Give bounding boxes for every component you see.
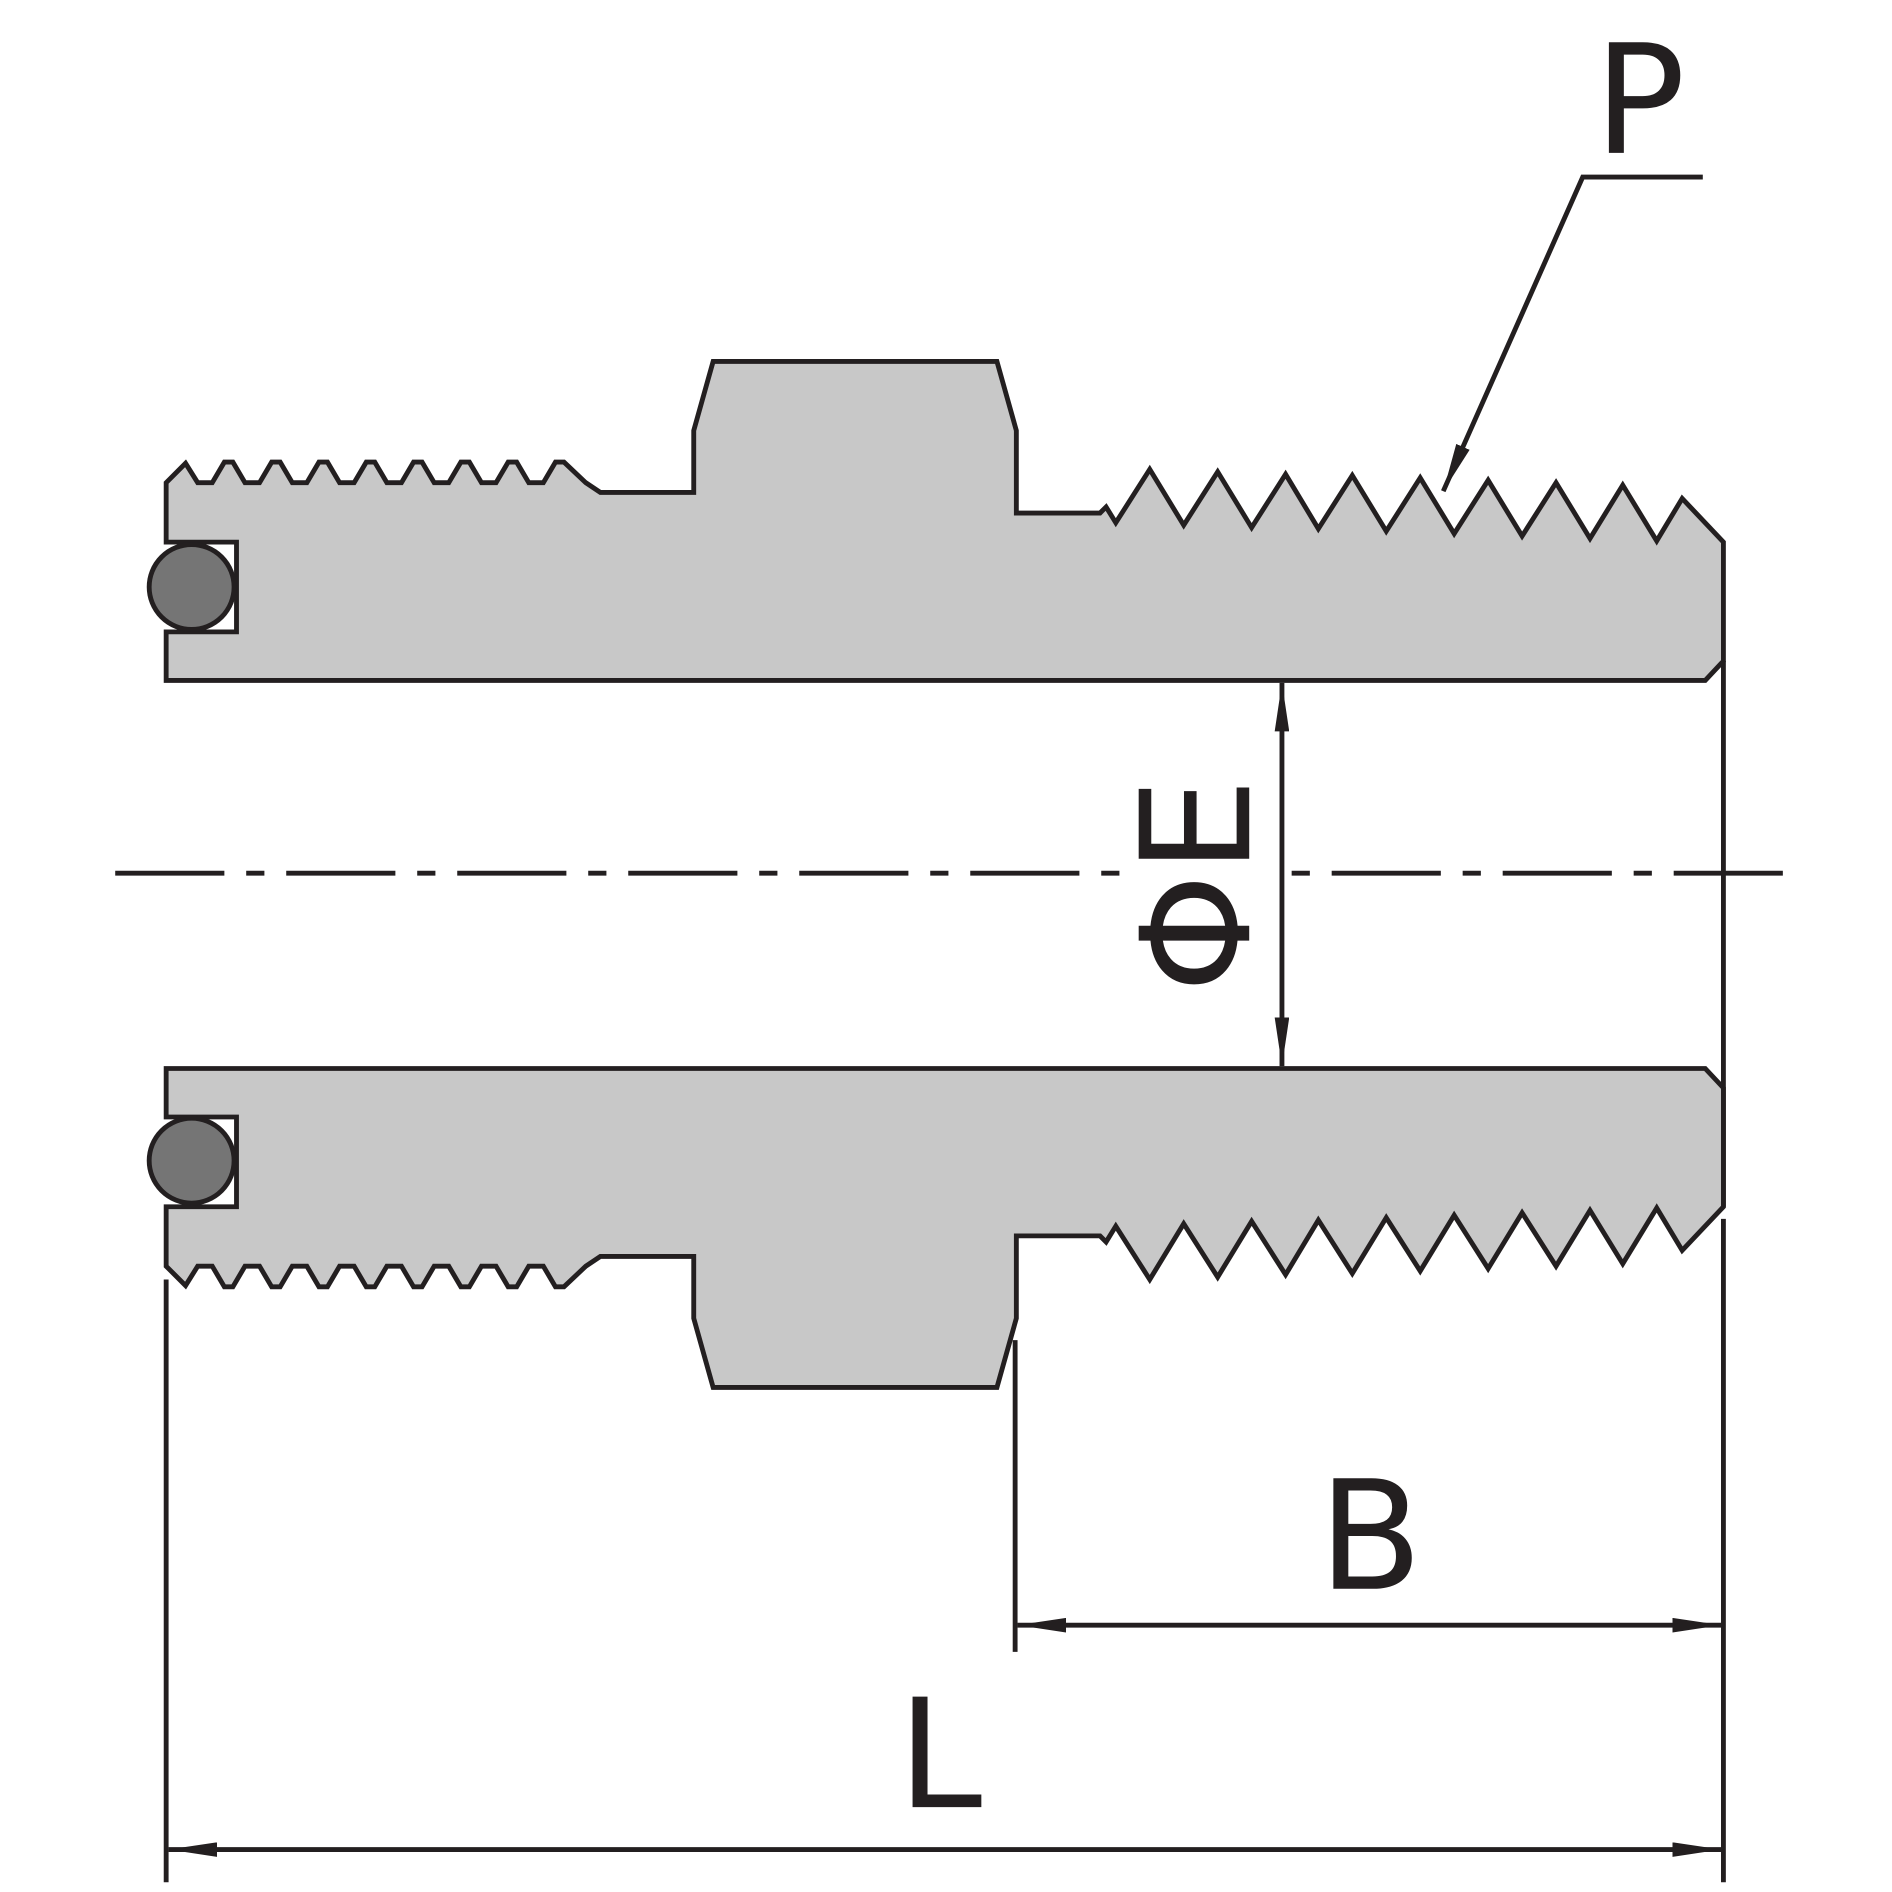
leader-line-p [1441, 174, 1703, 493]
o-ring-lower [146, 1115, 237, 1206]
label-b: B [1318, 1448, 1422, 1625]
fitting-upper-wall [163, 358, 1726, 683]
label-p: P [1594, 12, 1685, 189]
label-phi-e: ΦE [1108, 778, 1285, 993]
label-l: L [898, 1666, 982, 1843]
o-ring-upper [146, 542, 237, 632]
fitting-lower-wall [163, 1066, 1726, 1390]
